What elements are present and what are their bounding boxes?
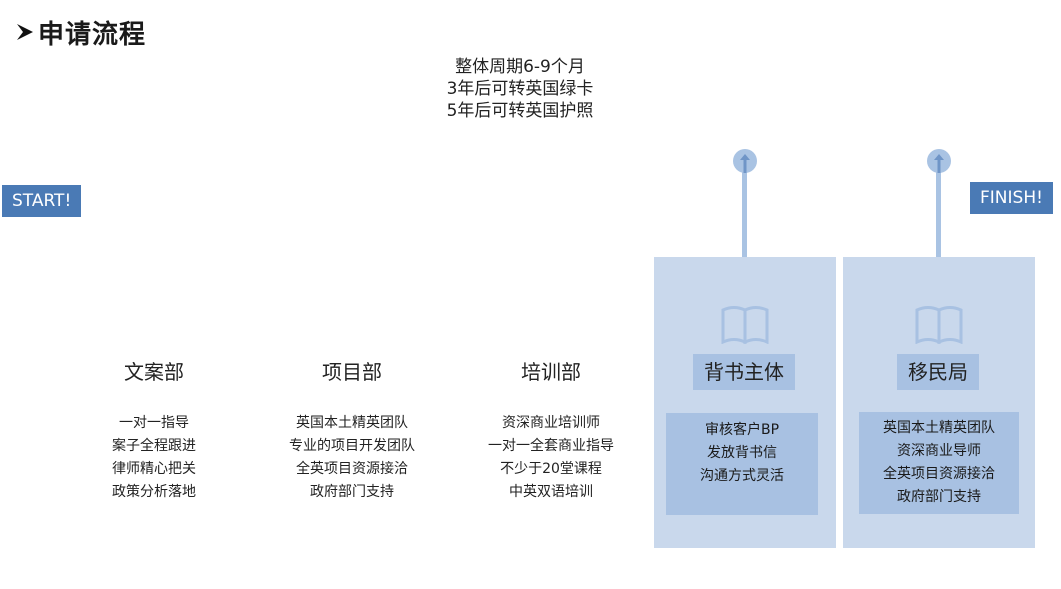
page-title: 申请流程 bbox=[38, 19, 147, 50]
connector-stem bbox=[742, 170, 747, 258]
list-item: 资深商业导师 bbox=[897, 443, 981, 459]
list-item: 一对一全套商业指导 bbox=[488, 438, 614, 454]
panel-items: 审核客户BP 发放背书信 沟通方式灵活 bbox=[666, 413, 818, 515]
summary-line: 3年后可转英国绿卡 bbox=[446, 79, 594, 99]
list-item: 政府部门支持 bbox=[310, 484, 394, 500]
department-items: 英国本土精英团队 专业的项目开发团队 全英项目资源接洽 政府部门支持 bbox=[262, 412, 442, 504]
list-item: 一对一指导 bbox=[119, 415, 189, 431]
department-name: 培训部 bbox=[521, 360, 581, 384]
list-item: 审核客户BP bbox=[704, 422, 780, 438]
list-item: 政策分析落地 bbox=[112, 484, 196, 500]
list-item: 专业的项目开发团队 bbox=[289, 438, 415, 454]
up-arrow-icon bbox=[927, 149, 951, 173]
list-item: 律师精心把关 bbox=[112, 461, 196, 477]
list-item: 案子全程跟进 bbox=[112, 438, 196, 454]
department-name: 文案部 bbox=[124, 360, 184, 384]
start-tag: START! bbox=[2, 185, 82, 217]
connector-stem bbox=[936, 170, 941, 258]
panel-title: 背书主体 bbox=[693, 354, 795, 390]
summary-line: 5年后可转英国护照 bbox=[446, 101, 594, 121]
list-item: 英国本土精英团队 bbox=[883, 420, 995, 436]
up-arrow-icon bbox=[733, 149, 757, 173]
panel-title: 移民局 bbox=[897, 354, 979, 390]
book-icon bbox=[914, 304, 964, 345]
process-summary: 整体周期6-9个月 3年后可转英国绿卡 5年后可转英国护照 bbox=[330, 56, 710, 122]
list-item: 发放背书信 bbox=[707, 445, 777, 461]
book-icon bbox=[720, 304, 770, 345]
list-item: 政府部门支持 bbox=[897, 489, 981, 505]
list-item: 不少于20堂课程 bbox=[500, 461, 602, 477]
summary-line: 整体周期6-9个月 bbox=[455, 57, 585, 77]
department-items: 资深商业培训师 一对一全套商业指导 不少于20堂课程 中英双语培训 bbox=[461, 412, 641, 504]
department-items: 一对一指导 案子全程跟进 律师精心把关 政策分析落地 bbox=[64, 412, 244, 504]
list-item: 中英双语培训 bbox=[509, 484, 593, 500]
department-name: 项目部 bbox=[322, 360, 382, 384]
list-item: 英国本土精英团队 bbox=[296, 415, 408, 431]
list-item: 资深商业培训师 bbox=[502, 415, 600, 431]
page-header: 申请流程 bbox=[16, 14, 146, 50]
list-item: 全英项目资源接洽 bbox=[883, 466, 995, 482]
panel-items: 英国本土精英团队 资深商业导师 全英项目资源接洽 政府部门支持 bbox=[859, 412, 1019, 514]
department-copywriting: 文案部 一对一指导 案子全程跟进 律师精心把关 政策分析落地 bbox=[64, 358, 244, 504]
list-item: 全英项目资源接洽 bbox=[296, 461, 408, 477]
finish-tag: FINISH! bbox=[970, 182, 1053, 214]
list-item: 沟通方式灵活 bbox=[700, 468, 784, 484]
department-project: 项目部 英国本土精英团队 专业的项目开发团队 全英项目资源接洽 政府部门支持 bbox=[262, 358, 442, 504]
department-training: 培训部 资深商业培训师 一对一全套商业指导 不少于20堂课程 中英双语培训 bbox=[461, 358, 641, 504]
